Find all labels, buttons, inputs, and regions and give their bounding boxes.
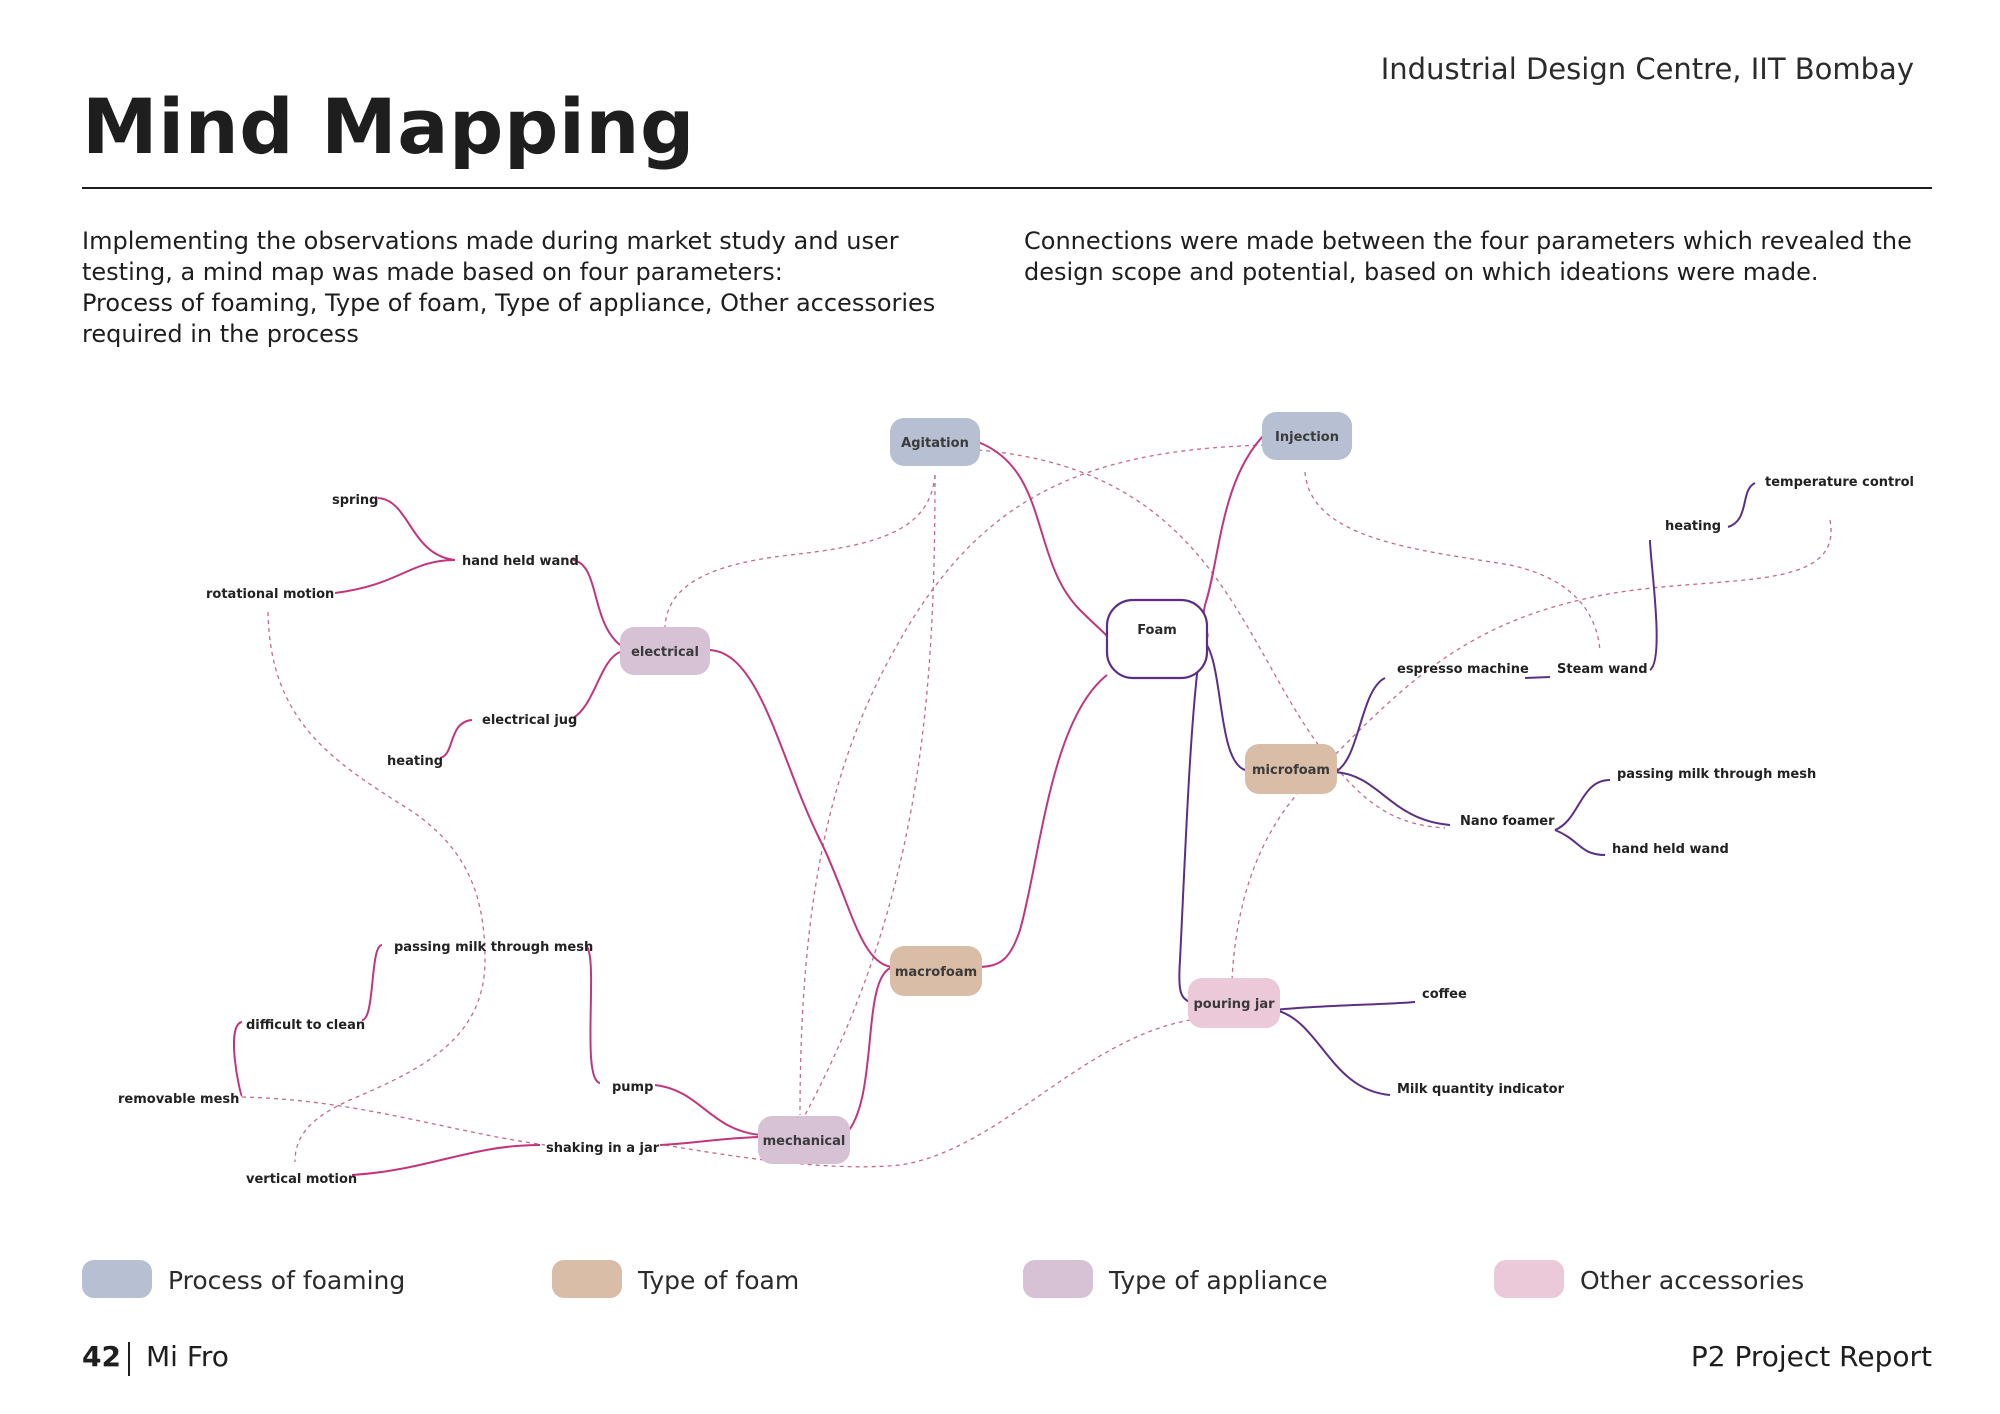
appliance-node-mechanical: mechanical [758,1116,850,1164]
edge-foam-macrofoam [979,674,1108,968]
intro-right-line: design scope and potential, based on whi… [1024,258,1819,286]
connector-removablemesh-shaking [241,1096,546,1146]
leaf-nano-foamer: Nano foamer [1460,814,1555,829]
leaf-coffee: coffee [1422,987,1467,1002]
leaf-passing-milk-right: passing milk through mesh [1617,767,1816,782]
edge-nanofoamer-handheldwand [1554,829,1606,856]
center-node-foam: Foam [1105,598,1209,680]
process-node-injection: Injection [1262,412,1352,460]
legend-label: Type of foam [638,1266,800,1295]
connector-agitation-electrical [664,474,936,631]
accessory-node-label: pouring jar [1193,997,1275,1012]
edge-nanofoamer-passingmilk [1554,779,1611,831]
edge-passingmilk-pump [584,944,601,1084]
process-node-agitation: Agitation [890,418,980,466]
edge-rotational-handheldwand [334,559,456,594]
intro-left-line: required in the process [82,320,359,348]
leaf-steam-wand: Steam wand [1557,662,1648,677]
edge-shaking-mechanical [659,1136,761,1146]
foam-node-label: macrofoam [895,965,977,980]
edge-heating-temperature [1727,482,1756,528]
legend-label: Type of appliance [1109,1266,1328,1295]
legend-swatch [552,1260,622,1298]
appliance-node-label: electrical [631,645,699,660]
pink-branches [233,433,1266,1176]
leaf-heating-right: heating [1665,519,1721,534]
connector-temperature-pouringjar [1231,519,1832,981]
leaf-electrical-jug: electrical jug [482,713,577,728]
leaf-spring: spring [332,493,378,508]
leaf-milk-quantity-indicator: Milk quantity indicator [1397,1082,1565,1097]
edge-difficult-removable [233,1021,243,1097]
intro-left-line: testing, a mind map was made based on fo… [82,258,783,286]
edge-espresso-steamwand [1524,676,1551,679]
purple-branches [1178,482,1756,1096]
edge-electricaljug-electrical [572,651,621,719]
connector-injection-mechanical [799,444,1266,1116]
edge-pouringjar-coffee [1274,1001,1416,1011]
footer-page-number: 42 [82,1340,121,1373]
foam-node-macrofoam: macrofoam [890,946,982,996]
process-node-label: Injection [1275,430,1339,445]
edge-heating-electricaljug [439,719,473,759]
appliance-node-label: mechanical [763,1134,846,1149]
legend-swatch [1494,1260,1564,1298]
leaf-hand-held-wand-right: hand held wand [1612,842,1729,857]
connector-rotational-vertical [267,611,486,1163]
footer-report-title: P2 Project Report [1690,1340,1932,1373]
edge-agitation-foam [977,441,1109,639]
footer-separator [128,1342,130,1376]
leaf-shaking-jar: shaking in a jar [546,1141,660,1156]
page-title: Mind Mapping [82,82,695,171]
leaf-removable-mesh: removable mesh [118,1092,239,1107]
edge-electrical-macrofoam [707,649,894,968]
legend-swatch [1023,1260,1093,1298]
appliance-node-electrical: electrical [620,627,710,675]
edge-macrofoam-mechanical [844,966,894,1136]
edge-passingmilk-difficult [361,944,383,1021]
intro-left-line: Implementing the observations made durin… [82,227,899,255]
connector-agitation-mechanical [804,474,936,1116]
leaf-passing-milk-left: passing milk through mesh [394,940,593,955]
leaf-temperature-control: temperature control [1765,475,1914,490]
center-node-label: Foam [1137,623,1177,638]
edge-vertical-shaking [351,1144,541,1176]
leaf-labels: spring hand held wand rotational motion … [118,475,1914,1187]
title-divider [82,187,1932,189]
leaf-hand-held-wand-left: hand held wand [462,554,579,569]
edge-injection-foam [1202,433,1266,639]
intro-text-left: Implementing the observations made durin… [82,226,982,350]
leaf-difficult-to-clean: difficult to clean [246,1018,365,1033]
edge-microfoam-nanofoamer [1334,771,1451,826]
edge-microfoam-espresso [1334,677,1386,773]
intro-text-right: Connections were made between the four p… [1024,226,1934,288]
process-node-label: Agitation [901,436,969,451]
connector-shaking-pouringjar [664,1019,1191,1168]
edge-handheldwand-electrical [572,559,621,646]
edge-spring-handheldwand [377,497,456,561]
legend-swatch [82,1260,152,1298]
edge-steamwand-heating [1649,539,1658,671]
foam-node-label: microfoam [1252,763,1330,778]
connector-agitation-nanofoamer [977,449,1446,829]
connector-injection-steamwand [1304,471,1601,653]
leaf-pump: pump [612,1080,653,1095]
edge-pump-mechanical [654,1084,761,1136]
footer-project-name: Mi Fro [146,1340,229,1373]
accessory-node-pouring-jar: pouring jar [1188,978,1280,1028]
leaf-vertical-motion: vertical motion [246,1172,357,1187]
header-organization: Industrial Design Centre, IIT Bombay [1380,52,1914,86]
legend-label: Other accessories [1580,1266,1805,1295]
edge-foam-pouringjar [1178,649,1201,1003]
intro-left-line: Process of foaming, Type of foam, Type o… [82,289,936,317]
intro-right-line: Connections were made between the four p… [1024,227,1912,255]
leaf-heating-left: heating [387,754,443,769]
cross-connections [241,444,1832,1168]
foam-node-microfoam: microfoam [1245,744,1337,794]
leaf-espresso-machine: espresso machine [1397,662,1529,677]
edge-pouringjar-milkquantity [1274,1009,1391,1096]
legend-label: Process of foaming [168,1266,406,1295]
leaf-rotational-motion: rotational motion [206,587,334,602]
